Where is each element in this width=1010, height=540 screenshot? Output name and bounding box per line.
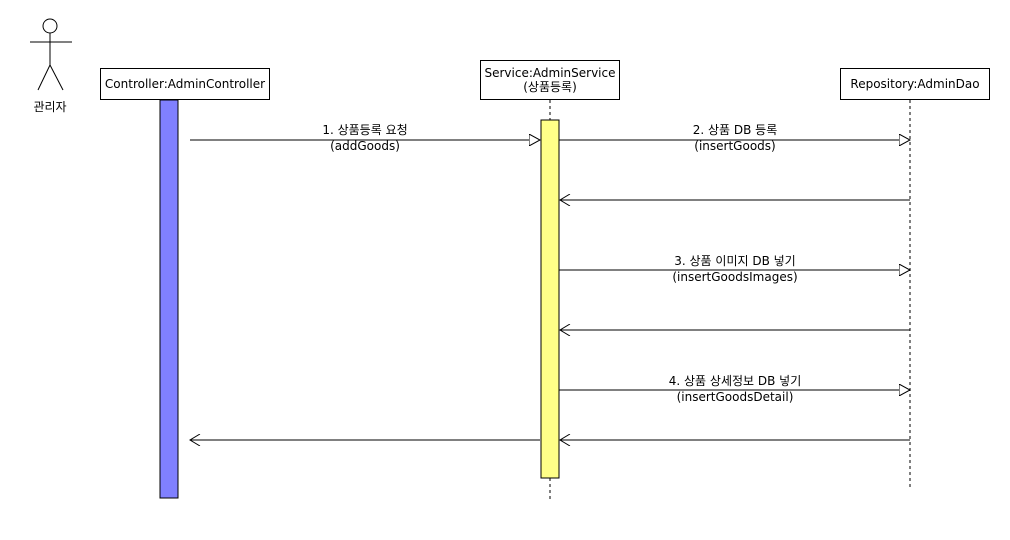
participant-repository: Repository:AdminDao xyxy=(840,68,990,100)
participant-service-name: Service:AdminService xyxy=(484,66,616,80)
controller-activation xyxy=(159,99,179,499)
message-2-method: (insertGoods) xyxy=(694,139,776,153)
message-1-method: (addGoods) xyxy=(330,139,400,153)
actor-label: 관리자 xyxy=(33,100,67,114)
participant-service-subtitle: (상품등록) xyxy=(523,80,577,94)
participant-controller-name: Controller:AdminController xyxy=(104,77,266,91)
message-4-method: (insertGoodsDetail) xyxy=(676,390,794,404)
participant-repository-name: Repository:AdminDao xyxy=(850,77,980,91)
participant-controller: Controller:AdminController xyxy=(100,68,270,100)
message-label-3: 3. 상품 이미지 DB 넣기 (insertGoodsImages) xyxy=(672,253,797,285)
message-2-text: 2. 상품 DB 등록 xyxy=(692,123,778,137)
message-4-text: 4. 상품 상세정보 DB 넣기 xyxy=(668,374,802,388)
message-3-text: 3. 상품 이미지 DB 넣기 xyxy=(674,254,796,268)
message-label-2: 2. 상품 DB 등록 (insertGoods) xyxy=(693,122,778,154)
message-label-1: 1. 상품등록 요청 (addGoods) xyxy=(322,122,407,154)
message-1-text: 1. 상품등록 요청 xyxy=(322,123,408,137)
participant-service: Service:AdminService (상품등록) xyxy=(480,60,620,100)
message-3-method: (insertGoodsImages) xyxy=(672,270,798,284)
actor-figure xyxy=(30,18,72,91)
message-label-4: 4. 상품 상세정보 DB 넣기 (insertGoodsDetail) xyxy=(669,373,802,405)
service-activation xyxy=(540,119,560,479)
